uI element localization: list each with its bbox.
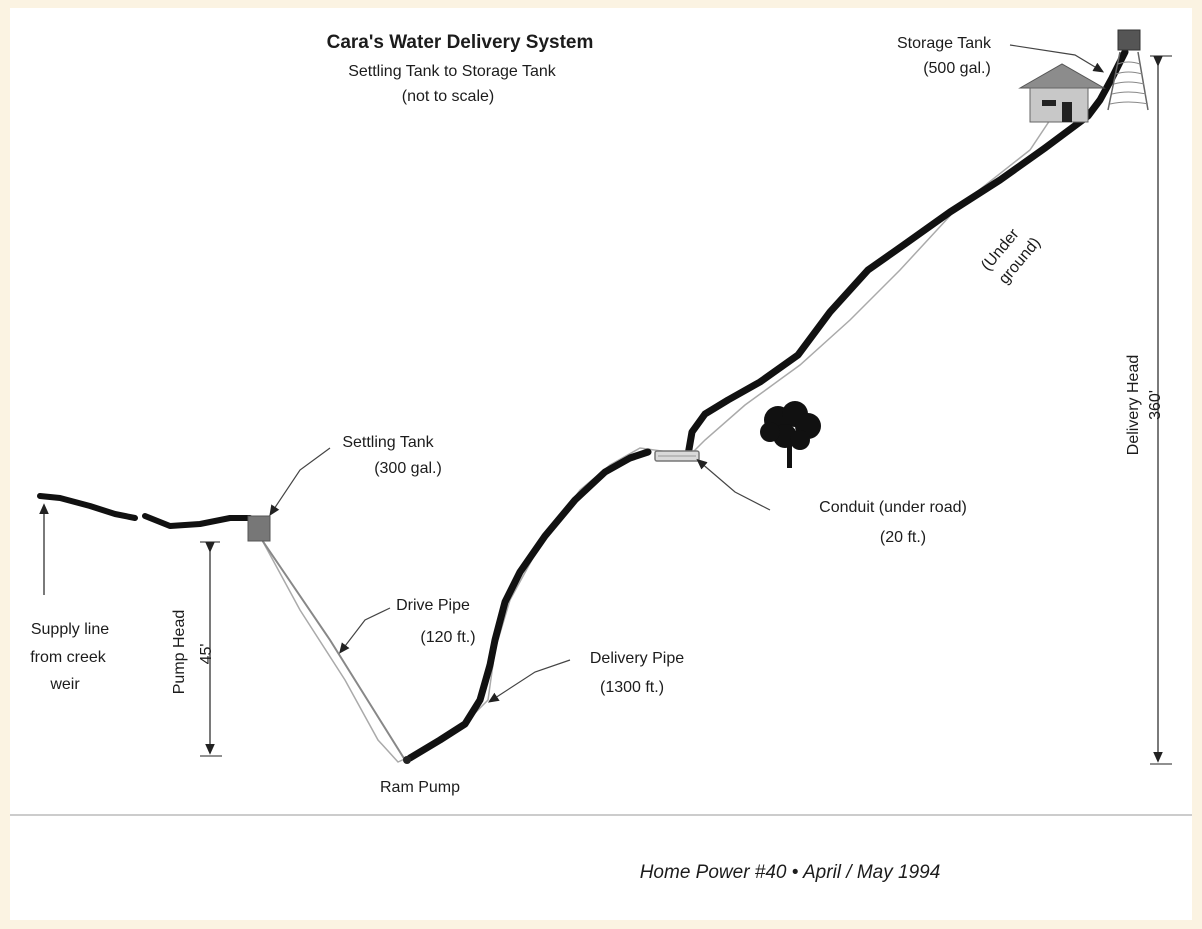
pump-head-text: Pump Head xyxy=(171,610,188,695)
settling-tank-leader xyxy=(269,447,331,516)
conduit-leader xyxy=(696,458,771,511)
pump-head-label: Pump Head 45' xyxy=(171,610,215,695)
delivery-pipe-leader xyxy=(487,659,571,703)
house-icon xyxy=(1018,63,1106,123)
drive-pipe-line xyxy=(261,539,406,761)
delivery-pipe-line xyxy=(406,448,652,762)
delivery-head-text: Delivery Head xyxy=(1125,355,1142,455)
storage-tank-capacity: (500 gal.) xyxy=(923,60,991,77)
delivery-head-label: Delivery Head 360' xyxy=(1125,355,1164,455)
storage-tank-leader xyxy=(1009,44,1105,73)
delivery-pipe-label: Delivery Pipe xyxy=(590,650,684,667)
delivery-head-dimension xyxy=(1150,55,1172,765)
supply-line-label-2: from creek xyxy=(30,649,107,666)
ram-pump-label: Ram Pump xyxy=(380,779,460,796)
figure-paper xyxy=(10,8,1192,920)
delivery-pipe-length: (1300 ft.) xyxy=(600,679,664,696)
diagram-title: Cara's Water Delivery System xyxy=(327,32,594,53)
conduit-label: Conduit (under road) xyxy=(819,499,967,516)
supply-line xyxy=(37,493,253,529)
delivery-pipe-upper-line xyxy=(684,48,1129,459)
supply-line-label-1: Supply line xyxy=(31,621,109,638)
diagram-subtitle: Settling Tank to Storage Tank xyxy=(348,63,557,80)
settling-tank-capacity: (300 gal.) xyxy=(374,460,442,477)
underground-label: (Under ground) xyxy=(978,225,1044,287)
settling-tank-icon xyxy=(247,515,271,542)
delivery-head-value: 360' xyxy=(1147,390,1164,420)
storage-tank-label: Storage Tank xyxy=(897,35,992,52)
tree-icon xyxy=(760,401,821,468)
settling-tank-label: Settling Tank xyxy=(342,434,434,451)
footer-citation: Home Power #40 • April / May 1994 xyxy=(640,862,941,883)
ram-pump-icon xyxy=(403,756,411,764)
storage-tank-icon xyxy=(1107,29,1149,111)
drive-pipe-leader xyxy=(339,607,391,654)
diagram-note: (not to scale) xyxy=(402,88,494,105)
drive-pipe-length: (120 ft.) xyxy=(420,629,475,646)
drive-pipe-label: Drive Pipe xyxy=(396,597,470,614)
conduit-length: (20 ft.) xyxy=(880,529,926,546)
pump-head-dimension xyxy=(200,541,222,757)
pump-head-value: 45' xyxy=(198,644,215,665)
supply-line-label-3: weir xyxy=(49,676,80,693)
